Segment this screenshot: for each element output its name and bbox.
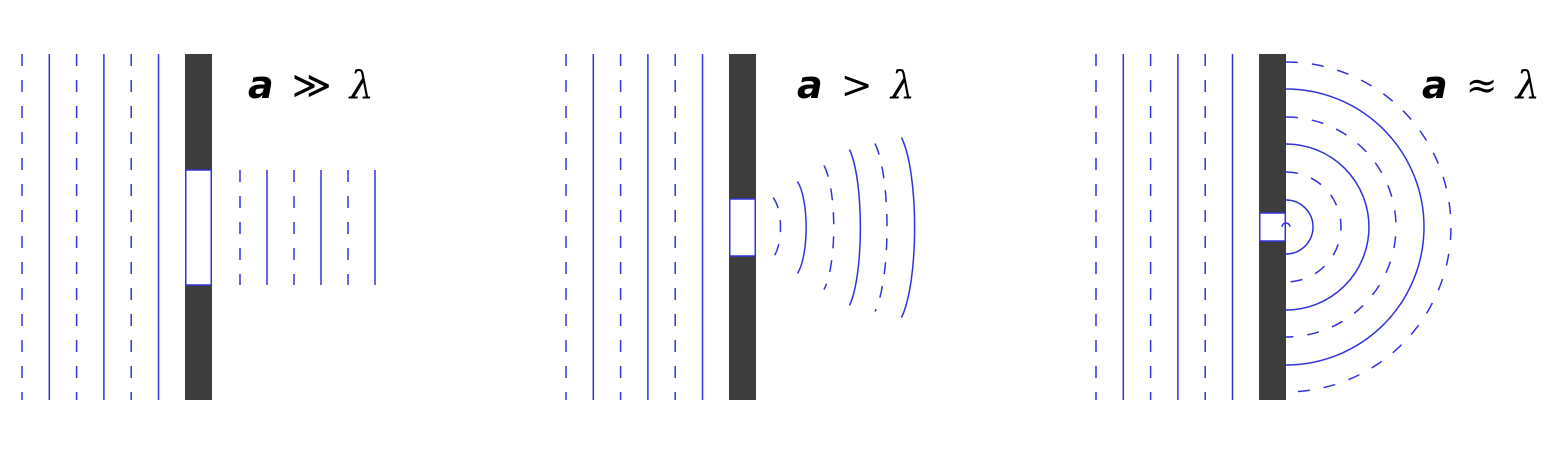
incident-wavefronts <box>21 54 160 400</box>
wavefront-trough <box>772 197 782 258</box>
wavefront-trough <box>1285 116 1397 338</box>
wavefront-crest <box>1285 88 1425 366</box>
label-variable: a <box>1422 63 1448 107</box>
wavefront-trough <box>823 165 835 290</box>
label-variable: a <box>248 63 274 107</box>
wavefront-crest <box>1285 143 1370 311</box>
barrier <box>1259 54 1286 400</box>
label-variable: a <box>797 63 823 107</box>
wavefront-crest <box>900 137 916 318</box>
wavefront-trough <box>1285 61 1452 393</box>
incident-wavefronts <box>1095 54 1234 400</box>
barrier-upper <box>1259 54 1286 213</box>
slit-opening <box>185 169 212 286</box>
slit-opening <box>729 198 756 257</box>
panel-narrow-slit: a ≈ λ <box>1095 54 1540 400</box>
barrier <box>729 54 756 400</box>
label-relation: > <box>841 63 873 107</box>
label-relation: ≫ <box>292 63 332 107</box>
barrier-upper <box>729 54 756 199</box>
diffracted-wavefronts <box>772 137 916 318</box>
barrier-lower <box>185 285 212 400</box>
barrier-lower <box>729 256 756 400</box>
wavefront-trough <box>1281 222 1291 232</box>
barrier <box>185 54 212 400</box>
incident-wavefronts <box>565 54 704 400</box>
panel-medium-slit: a > λ <box>565 54 916 400</box>
label-relation: ≈ <box>1466 63 1498 107</box>
wavefront-trough <box>874 143 888 312</box>
slit-opening <box>1259 212 1286 242</box>
panel-label: a ≈ λ <box>1422 63 1540 107</box>
wavefront-trough <box>1285 171 1342 283</box>
label-wavelength: λ <box>889 63 915 107</box>
label-wavelength: λ <box>1514 63 1540 107</box>
diffracted-wavefronts <box>1281 61 1452 393</box>
wavefront-crest <box>848 149 862 306</box>
panel-label: a > λ <box>797 63 915 107</box>
panel-label: a ≫ λ <box>248 63 374 107</box>
barrier-upper <box>185 54 212 170</box>
panel-wide-slit: a ≫ λ <box>21 54 376 400</box>
barrier-lower <box>1259 241 1286 400</box>
label-wavelength: λ <box>348 63 374 107</box>
wavefront-crest <box>1285 199 1314 255</box>
diffracted-wavefronts <box>239 170 376 285</box>
wavefront-crest <box>796 181 807 274</box>
